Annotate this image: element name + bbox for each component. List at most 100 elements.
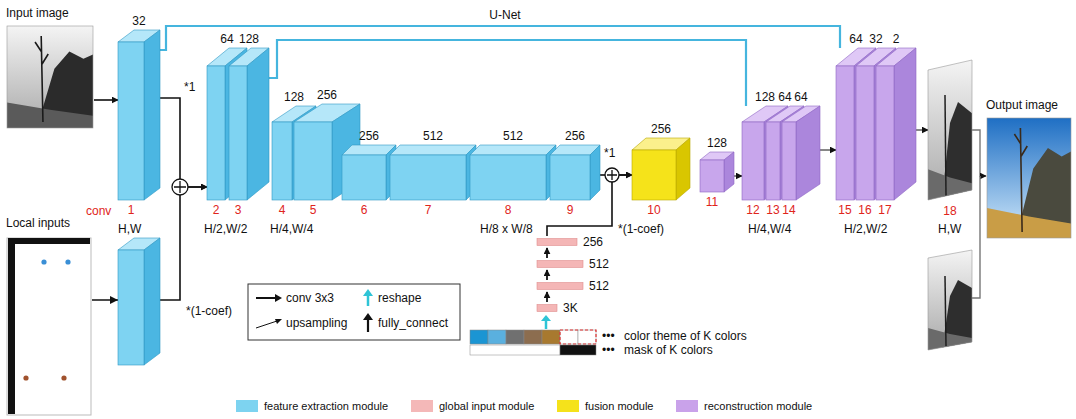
reshape-arrow <box>541 315 551 329</box>
fc-bar <box>537 261 583 268</box>
feature-block-shape <box>342 145 396 200</box>
input-image-panel-shape <box>6 6 94 128</box>
legend-text: fusion module <box>585 399 654 413</box>
mask-cell <box>560 345 596 355</box>
conv-arrow <box>94 99 118 101</box>
feature-block: 5128 <box>470 145 556 200</box>
photo-tree <box>35 36 48 122</box>
legend-text: global input module <box>439 399 534 413</box>
skip-connection <box>160 26 840 50</box>
channel-count: 128 <box>755 90 775 104</box>
color-cell <box>488 330 506 344</box>
fc-arrow <box>546 248 548 258</box>
channel-count: 32 <box>869 32 882 46</box>
note: mask of K colors <box>624 343 713 357</box>
channel-count: 256 <box>565 129 585 143</box>
output-image-panel-shape <box>986 98 1072 238</box>
resolution-label: H/4,W/4 <box>270 222 313 236</box>
layer-number: 14 <box>782 203 795 217</box>
color-hint-dot <box>65 259 70 264</box>
layer-number: 13 <box>766 203 779 217</box>
layer-number: 1 <box>128 203 135 217</box>
block-front-face <box>550 155 590 200</box>
legend-text: conv 3x3 <box>286 291 334 305</box>
reconstruction-block: 6414 <box>782 106 820 200</box>
legend-text: feature extraction module <box>264 399 388 413</box>
channel-count: 128 <box>284 90 304 104</box>
block-front-face <box>294 122 332 200</box>
feature-block-shape <box>550 145 600 200</box>
photo-tree <box>1014 128 1027 232</box>
fc-bar <box>537 239 577 246</box>
layer-number: 8 <box>505 203 512 217</box>
fc-arrow <box>546 292 548 302</box>
layer-number: 6 <box>361 203 368 217</box>
weight-label: *1 <box>604 146 615 160</box>
weight-label: *1 <box>184 80 195 94</box>
reconstruction-block-shape <box>876 48 916 200</box>
fc-layer-bar: 3K <box>537 302 578 314</box>
weight-label: *(1-coef) <box>618 222 664 236</box>
block-front-face <box>700 160 724 192</box>
legend-text: reshape <box>378 291 421 305</box>
arrow-head <box>110 296 118 304</box>
image-ground <box>7 238 91 415</box>
feature-block: 5127 <box>390 145 476 200</box>
note: color theme of K colors <box>624 329 747 343</box>
fusion-block-shape <box>632 138 690 200</box>
legend-text: reconstruction module <box>704 399 812 413</box>
fc-arrow-head <box>363 313 373 320</box>
fc-layer-bar: 256 <box>537 236 604 248</box>
fc-layer-bar-shape <box>537 302 557 314</box>
legend-text: upsampling <box>286 316 347 330</box>
reconstruction-block: 12811 <box>700 152 734 192</box>
sum-cross <box>607 170 617 180</box>
layer-number: 17 <box>878 203 891 217</box>
color-cell <box>470 330 488 344</box>
image-caption: Local inputs <box>6 216 70 230</box>
photo-ground <box>7 103 93 129</box>
image-tree <box>945 276 946 346</box>
fc-layer-bar-shape <box>537 280 583 292</box>
skip-connection <box>269 40 746 106</box>
layer-number: 4 <box>279 203 286 217</box>
photo-border <box>987 118 1071 238</box>
resolution-label: H/8 x W/8 <box>480 222 533 236</box>
block-side-face <box>894 48 916 200</box>
color-hint-dot <box>23 375 28 380</box>
sum-circle <box>605 168 619 182</box>
conv-arrow <box>160 98 207 187</box>
layer-size: 3K <box>563 301 578 315</box>
feature-block-shape <box>390 145 476 200</box>
layer-name: conv <box>86 204 111 218</box>
channel-count: 2 <box>893 32 900 46</box>
upsampling-arrow-sample <box>256 321 277 328</box>
local-conv-block <box>118 238 160 365</box>
legend-swatch <box>411 400 433 412</box>
legend-text: fully_connect <box>378 316 448 330</box>
upsampling-arrow <box>916 130 928 131</box>
photo-sky <box>987 118 1071 238</box>
resolution-label: H/2,W/2 <box>204 222 247 236</box>
block-front-face <box>390 155 466 200</box>
color-cell <box>578 330 596 344</box>
resolution-label: H/4,W/4 <box>748 222 791 236</box>
image-sky <box>928 60 972 200</box>
block-front-face <box>856 66 874 200</box>
conv-arrow-sample <box>256 297 276 299</box>
image-caption: Output image <box>986 98 1058 112</box>
photo <box>7 26 93 128</box>
ellipsis: ••• <box>602 343 615 357</box>
reshape-head <box>541 315 551 321</box>
block-side-face <box>247 48 269 200</box>
block-top-face <box>470 145 556 155</box>
layer-number: 2 <box>213 203 220 217</box>
channel-count: 512 <box>423 129 443 143</box>
reconstruction-block-shape <box>782 106 820 200</box>
feature-block: 2569 <box>550 145 600 200</box>
color-cell <box>524 330 542 344</box>
block-front-face <box>876 66 894 200</box>
block-side-face <box>874 48 896 200</box>
feature-block-shape <box>229 48 269 200</box>
image-tree <box>945 95 946 196</box>
